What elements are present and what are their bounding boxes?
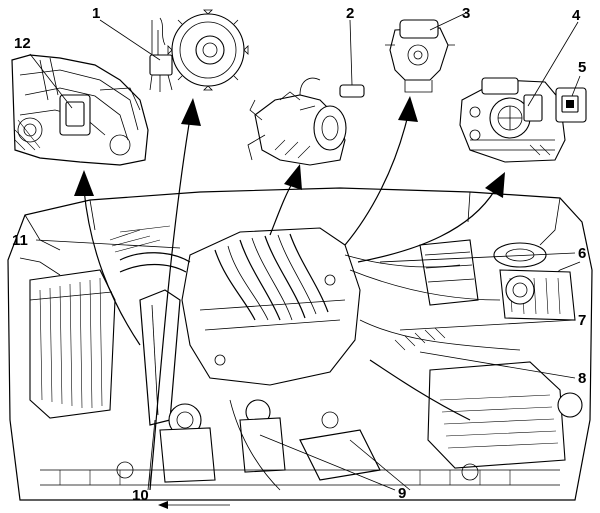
callout-6: 6 — [578, 245, 586, 262]
leader-line-6 — [379, 252, 576, 263]
arrow-to-inset-4 — [357, 172, 505, 263]
callout-7: 7 — [578, 312, 586, 329]
leader-line-11 — [35, 239, 181, 249]
callout-3: 3 — [462, 5, 470, 22]
leader-line-1 — [99, 19, 161, 61]
inset-2-starter — [247, 19, 365, 166]
leader-line-12 — [29, 53, 73, 109]
leader-line-4 — [527, 21, 579, 107]
arrow-to-inset-12 — [74, 170, 141, 346]
leader-line-8 — [419, 351, 576, 379]
leader-line-9a — [259, 434, 396, 491]
leader-line-3 — [429, 11, 469, 31]
leader-line-10 — [147, 419, 156, 491]
inset-3-valve — [385, 19, 455, 93]
inset-5-sensor — [555, 87, 587, 123]
leader-line-7 — [399, 319, 576, 331]
callout-9: 9 — [398, 485, 406, 502]
callout-4: 4 — [572, 7, 581, 24]
arrow-to-inset-1 — [149, 98, 201, 491]
callout-12: 12 — [14, 35, 31, 52]
inset-12-component — [11, 54, 149, 166]
inset-1-pulley — [149, 9, 249, 92]
callout-10: 10 — [132, 487, 149, 504]
inset-4-throttle-body — [459, 77, 566, 163]
callout-11: 11 — [12, 232, 28, 249]
engine-bay — [7, 187, 593, 501]
callout-8: 8 — [578, 370, 586, 387]
leader-line-9b — [349, 439, 411, 491]
direction-arrow — [158, 501, 230, 509]
callout-2: 2 — [346, 5, 354, 22]
callout-5: 5 — [578, 59, 586, 76]
callout-1: 1 — [92, 5, 100, 22]
arrow-to-inset-3 — [344, 96, 418, 246]
arrow-to-inset-2 — [269, 164, 302, 236]
leader-line-5 — [571, 75, 581, 97]
